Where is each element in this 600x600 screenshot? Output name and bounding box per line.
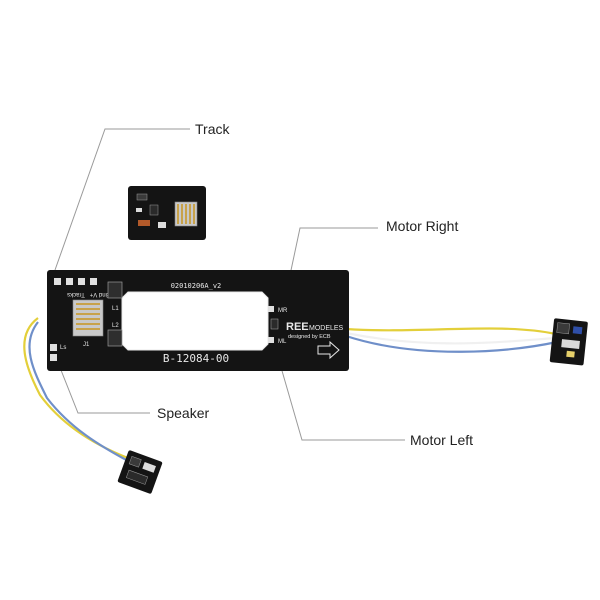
brand-main: REE	[286, 321, 309, 333]
direction-arrow-icon	[317, 340, 340, 360]
board-top-code: 02010206A_v2	[171, 282, 222, 290]
wires	[23, 317, 558, 463]
track-pads	[54, 278, 97, 285]
leader-lines	[54, 128, 405, 441]
motor-board	[549, 318, 588, 366]
wire-right-blue	[345, 334, 558, 353]
j1-label: J1	[83, 342, 90, 348]
callout-motor-right: Motor Right	[386, 218, 458, 234]
main-board: Tracks Gnd V+ J1 L1 L2 Ls 02010206A_v2 B…	[47, 270, 349, 371]
small-decoder-board	[128, 186, 206, 240]
board-cutout	[121, 291, 269, 351]
wire-left-blue	[28, 321, 131, 463]
speaker-board	[117, 450, 163, 494]
wire-right-yellow	[345, 327, 557, 336]
mr-label: MR	[278, 308, 288, 314]
motor-left-pad	[268, 337, 274, 343]
pad-tracks-label: Tracks	[67, 291, 85, 297]
designed-by: designed by ECB	[288, 334, 331, 340]
leader-speaker	[54, 354, 150, 414]
brand-sub: MODELES	[309, 325, 344, 332]
inductor-l1	[107, 281, 123, 299]
callout-track: Track	[195, 121, 230, 137]
speaker-pad-1	[50, 344, 57, 351]
pad-gnd-label: Gnd V+	[89, 291, 110, 297]
wire-right-white	[345, 331, 557, 345]
motor-right-pad	[268, 306, 274, 312]
leader-track	[54, 128, 190, 271]
inductor-l2	[107, 329, 123, 347]
small-component	[270, 318, 279, 330]
ls-label: Ls	[60, 345, 66, 351]
callout-speaker: Speaker	[157, 405, 209, 421]
leader-motor-left	[275, 349, 405, 441]
l2-label: L2	[112, 323, 119, 329]
speaker-pad-2	[50, 354, 57, 361]
callout-motor-left: Motor Left	[410, 432, 473, 448]
l1-label: L1	[112, 306, 119, 312]
ml-label: ML	[278, 339, 287, 345]
board-part-number: B-12084-00	[163, 352, 229, 365]
